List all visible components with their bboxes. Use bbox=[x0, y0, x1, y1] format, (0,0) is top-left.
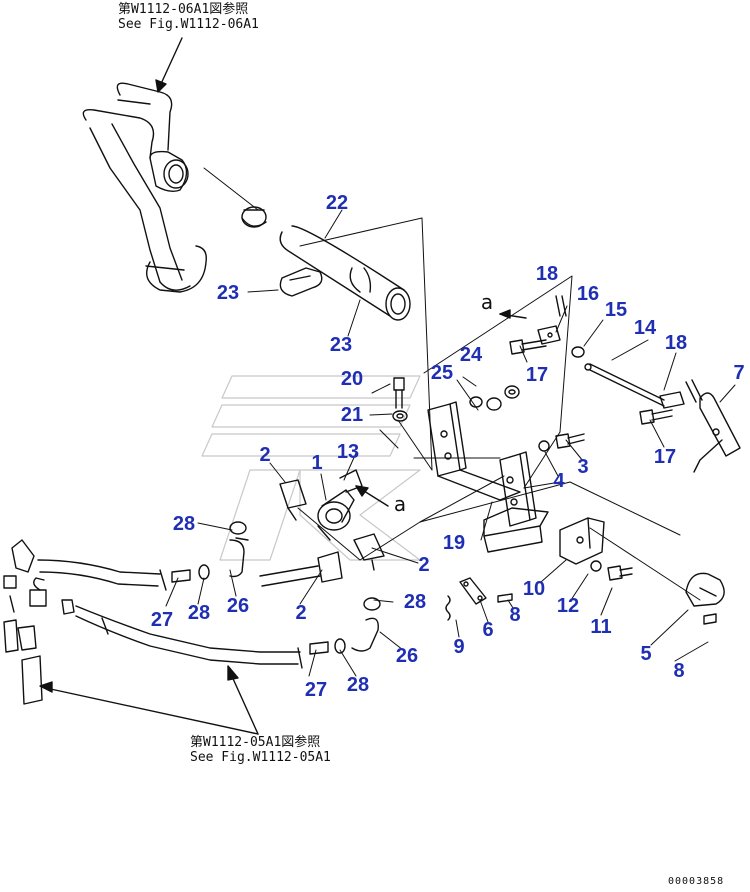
heater-hose-long bbox=[33, 559, 303, 669]
watermark-logo bbox=[201, 375, 421, 561]
bracket-10 bbox=[559, 517, 605, 565]
part-number-27: 27 bbox=[304, 679, 328, 701]
bolt-20 bbox=[393, 377, 405, 409]
reference-top-jp: 第W1112-06A1図参照 bbox=[118, 2, 249, 17]
part-number-11: 11 bbox=[590, 616, 612, 638]
part-number-12: 12 bbox=[556, 595, 580, 617]
part-number-17: 17 bbox=[525, 364, 549, 386]
part-number-28: 28 bbox=[346, 674, 370, 696]
part-number-8: 8 bbox=[673, 660, 685, 682]
elbow-2-lower bbox=[259, 551, 343, 587]
view-arrow-a-upper bbox=[499, 309, 527, 319]
bracket-19 bbox=[427, 401, 549, 553]
part-number-28: 28 bbox=[172, 513, 196, 535]
pipe-22 bbox=[279, 225, 411, 321]
view-mark-a-upper: a bbox=[480, 290, 494, 314]
fitting-27-upper bbox=[171, 569, 191, 583]
view-mark-a-lower: a bbox=[393, 492, 407, 516]
bolt-3 bbox=[555, 433, 585, 449]
lever-7 bbox=[693, 392, 741, 473]
reference-top: 第W1112-06A1図参照 See Fig.W1112-06A1 bbox=[118, 2, 259, 32]
nuts-24-25 bbox=[469, 385, 520, 411]
pins-18 bbox=[555, 295, 703, 403]
part-number-22: 22 bbox=[325, 192, 349, 214]
part-number-9: 9 bbox=[453, 636, 465, 658]
washer-21 bbox=[392, 410, 408, 422]
part-number-13: 13 bbox=[336, 441, 360, 463]
clevis-5 bbox=[685, 572, 725, 607]
part-number-5: 5 bbox=[640, 643, 652, 665]
part-number-3: 3 bbox=[577, 456, 589, 478]
part-number-23: 23 bbox=[329, 334, 353, 356]
valve-1 bbox=[317, 469, 363, 541]
part-number-14: 14 bbox=[633, 317, 657, 339]
part-number-21: 21 bbox=[340, 404, 364, 426]
part-number-4: 4 bbox=[553, 470, 565, 492]
part-number-6: 6 bbox=[482, 619, 494, 641]
part-number-26: 26 bbox=[226, 595, 250, 617]
upper-duct-assembly bbox=[82, 82, 207, 293]
part-number-18: 18 bbox=[535, 263, 559, 285]
part-number-26: 26 bbox=[395, 645, 419, 667]
reference-bottom-jp: 第W1112-05A1図参照 bbox=[190, 735, 321, 750]
part-number-19: 19 bbox=[442, 532, 466, 554]
part-number-20: 20 bbox=[340, 368, 364, 390]
reference-bottom: 第W1112-05A1図参照 See Fig.W1112-05A1 bbox=[190, 735, 331, 765]
fitting-27-lower bbox=[309, 641, 329, 655]
view-arrow-a-lower bbox=[355, 485, 389, 507]
part-number-23: 23 bbox=[216, 282, 240, 304]
clamp-28-a bbox=[229, 521, 247, 535]
washer-4 bbox=[538, 440, 550, 452]
part-number-8: 8 bbox=[509, 604, 521, 626]
part-number-28: 28 bbox=[187, 602, 211, 624]
part-number-7: 7 bbox=[733, 362, 745, 384]
rod-14 bbox=[584, 363, 685, 409]
clamp-28-right bbox=[363, 597, 381, 611]
part-number-27: 27 bbox=[150, 609, 174, 631]
clamp-28-lower bbox=[334, 638, 346, 654]
part-number-15: 15 bbox=[604, 299, 628, 321]
link-6 bbox=[459, 577, 487, 605]
part-number-25: 25 bbox=[430, 362, 454, 384]
washer-12 bbox=[590, 560, 602, 572]
elbow-2-left bbox=[279, 479, 307, 521]
part-number-2: 2 bbox=[418, 554, 430, 576]
pin-8-right bbox=[703, 613, 717, 625]
part-number-24: 24 bbox=[459, 344, 483, 366]
part-number-18: 18 bbox=[664, 332, 688, 354]
u-bolt-23 bbox=[279, 267, 323, 297]
reference-top-en: See Fig.W1112-06A1 bbox=[118, 17, 259, 32]
part-number-2: 2 bbox=[295, 602, 307, 624]
spring-9 bbox=[445, 595, 451, 621]
part-number-2: 2 bbox=[259, 444, 271, 466]
bolt-17-upper bbox=[509, 339, 547, 355]
hose-26-lower bbox=[351, 617, 379, 652]
block-16 bbox=[537, 325, 561, 345]
hose-26-upper bbox=[229, 537, 249, 578]
part-number-10: 10 bbox=[522, 578, 546, 600]
clamp-28-upper bbox=[198, 564, 210, 580]
bolt-11 bbox=[607, 565, 633, 581]
assembly-outline bbox=[297, 275, 701, 601]
part-number-28: 28 bbox=[403, 591, 427, 613]
ref-arrow-bottom bbox=[39, 665, 259, 735]
elbow-2-right bbox=[353, 533, 385, 571]
document-id: 00003858 bbox=[668, 876, 725, 887]
hose-clamp-upper bbox=[241, 206, 267, 228]
leader-lines bbox=[165, 167, 736, 677]
nut-15 bbox=[571, 346, 585, 358]
bolt-17-right bbox=[639, 409, 673, 425]
part-number-17: 17 bbox=[653, 446, 677, 468]
part-number-1: 1 bbox=[311, 452, 323, 474]
hose-end-fittings-left bbox=[3, 539, 75, 705]
pin-8-left bbox=[497, 593, 513, 603]
part-number-16: 16 bbox=[576, 283, 600, 305]
reference-bottom-en: See Fig.W1112-05A1 bbox=[190, 750, 331, 765]
ref-arrow-top bbox=[155, 37, 183, 93]
